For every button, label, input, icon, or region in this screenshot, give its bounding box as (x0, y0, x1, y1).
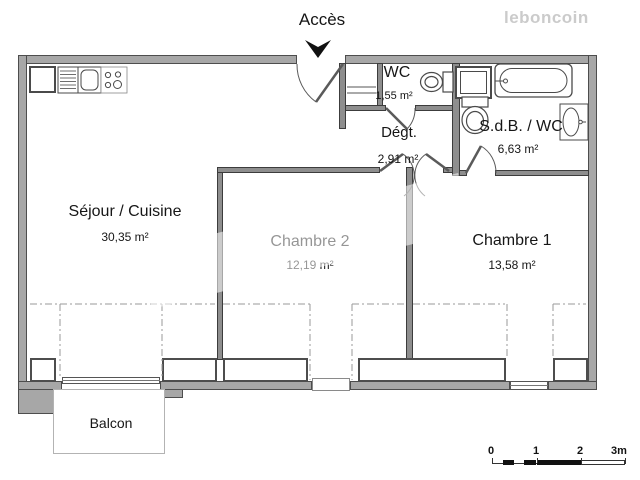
wall-wc-south-left (345, 105, 386, 111)
washbasin-icon (559, 103, 589, 141)
room-label-wc: WC (383, 64, 411, 81)
room-label-degt: Dégt. (381, 124, 417, 141)
scale-segment (524, 460, 536, 465)
entrance-door (296, 63, 345, 103)
window-sill-sejour-left (30, 358, 56, 382)
scale-tick-0: 0 (488, 445, 495, 457)
access-label: Accès (298, 10, 346, 29)
balcony-wall-stub-left (18, 389, 55, 414)
scale-segment (537, 460, 581, 465)
window-sill-sejour-right (162, 358, 217, 382)
room-area-wc: 1,55 m² (375, 90, 413, 102)
room-area-degt: 2,91 m² (377, 152, 419, 166)
scale-tick-mark (537, 458, 538, 463)
brand-watermark: leboncoin (504, 8, 589, 27)
scale-tick-mark (492, 458, 493, 463)
access-arrow-icon (305, 40, 331, 58)
scale-tick-2: 2 (577, 445, 584, 457)
entry-closet-icon (347, 86, 376, 94)
bay-dash-lines (30, 303, 586, 380)
sdb-toilet-icon (461, 96, 489, 135)
kitchen-corner-cabinet-icon (29, 66, 56, 93)
window-sill-chambre1-right (553, 358, 588, 382)
balcony-outline (53, 389, 165, 454)
scale-segment (503, 460, 514, 465)
sdb-fixtures (455, 63, 589, 141)
kitchen-fixtures (29, 66, 128, 94)
room-label-sdb: S.d.B. / WC (479, 118, 563, 135)
room-area-sdb: 6,63 m² (497, 142, 539, 156)
room-area-chambre2: 12,19 m² (286, 258, 334, 272)
wall-entry-vertical (339, 63, 346, 129)
scale-tick-3m: 3m (611, 445, 627, 457)
bathtub-icon (494, 63, 573, 98)
stove-icon (100, 66, 128, 94)
window-sill-chambre1 (358, 358, 506, 382)
wc-toilet-icon (419, 71, 454, 93)
room-area-sejour: 30,35 m² (101, 230, 149, 244)
wc-door (385, 107, 416, 130)
chambre1-door (414, 152, 450, 197)
facade-recess (312, 378, 350, 391)
wall-sdb-south-2 (495, 170, 589, 176)
window-sill-chambre2 (223, 358, 308, 382)
scale-tick-mark (625, 458, 626, 463)
sdb-door (464, 145, 497, 174)
scale-tick-1: 1 (533, 445, 540, 457)
scale-tick-mark (581, 458, 582, 463)
room-label-balcon: Balcon (89, 415, 133, 431)
room-label-sejour: Séjour / Cuisine (68, 203, 182, 220)
room-label-chambre2: Chambre 2 (270, 233, 350, 250)
room-label-chambre1: Chambre 1 (472, 232, 552, 249)
room-area-chambre1: 13,58 m² (488, 258, 536, 272)
scale-segment (581, 460, 625, 465)
